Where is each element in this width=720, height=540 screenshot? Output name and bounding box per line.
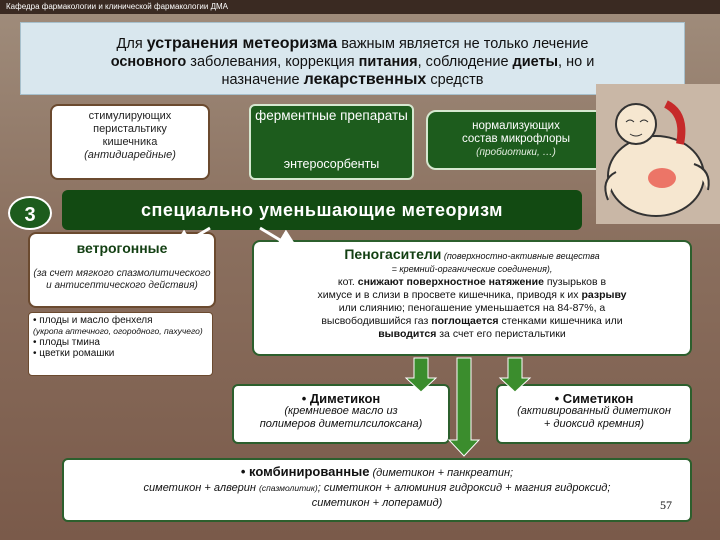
combined-text: симетикон + лоперамид)	[311, 497, 443, 509]
list-item: • плоды и масло фенхеля	[33, 315, 153, 326]
enzyme-group-box: ферментные препараты энтеросорбенты	[249, 104, 414, 180]
stim-line: кишечника	[102, 136, 158, 148]
combined-text: (диметикон + панкреатин;	[369, 467, 514, 479]
antifoam-bold: разрыву	[581, 289, 627, 301]
antifoam-text: кот.	[337, 276, 358, 288]
combined-box: • комбинированные (диметикон + панкреати…	[62, 458, 692, 522]
intro-text: важным является не только лечение	[337, 36, 589, 52]
dimeticon-sub: (кремниевое масло из	[284, 405, 398, 417]
simeticon-sub: (активированный диметикон	[517, 405, 671, 417]
simeticon-box: • Симетикон (активированный диметикон + …	[496, 384, 692, 444]
dimeticon-title: • Диметикон	[301, 391, 381, 406]
bloated-man-illustration	[596, 84, 720, 224]
intro-box: Для устранения метеоризма важным являетс…	[20, 22, 685, 95]
simeticon-title: • Симетикон	[554, 391, 634, 406]
antifoam-text: стенками кишечника или	[498, 315, 623, 327]
antifoam-text: высвободившийся газ	[321, 315, 432, 327]
simeticon-sub: + диоксид кремния)	[543, 418, 645, 430]
stim-line: стимулирующих	[88, 110, 172, 122]
dimeticon-box: • Диметикон (кремниевое масло из полимер…	[232, 384, 450, 444]
antifoam-bold: поглощается	[431, 315, 499, 327]
antifoam-note: = кремний-органические соединения),	[391, 264, 553, 274]
section-title: специально уменьшающие метеоризм	[62, 190, 582, 230]
intro-bold: диеты	[512, 53, 559, 70]
carminatives-list: • плоды и масло фенхеля (укропа аптечног…	[28, 312, 213, 376]
combined-note: (спазмолитик)	[259, 483, 318, 493]
combined-title: • комбинированные	[240, 464, 370, 479]
intro-bold: устранения метеоризма	[146, 35, 338, 52]
intro-text: , соблюдение	[417, 53, 513, 70]
antifoam-text: за счет его перистальтики	[436, 328, 566, 340]
antifoam-note: (поверхностно-активные вещества	[441, 251, 600, 261]
flora-group-box: нормализующих состав микрофлоры (пробиот…	[426, 110, 606, 170]
page-number: 57	[660, 498, 672, 512]
section-number: 3	[8, 196, 52, 230]
intro-text: заболевания, коррекция	[186, 53, 359, 70]
carminatives-title: ветрогонные	[76, 240, 168, 256]
flora-line: нормализующих	[472, 120, 560, 132]
flora-line: состав микрофлоры	[461, 133, 571, 145]
list-item: • цветки ромашки	[33, 348, 115, 359]
intro-bold: питания	[358, 53, 418, 70]
intro-bold: основного	[110, 53, 187, 70]
antifoam-text: химусе и в слизи в просвете кишечника, п…	[317, 289, 582, 301]
stim-note: (антидиарейные)	[84, 149, 176, 161]
stim-line: перистальтику	[93, 123, 167, 135]
intro-bold: лекарственных	[303, 71, 427, 88]
dimeticon-sub: полимеров диметилсилоксана)	[259, 418, 423, 430]
antifoam-text: или слиянию; пеногашение уменьшается на …	[338, 302, 606, 314]
header-title: Кафедра фармакологии и клинической фарма…	[0, 0, 720, 14]
combined-text: симетикон + алверин	[143, 482, 260, 494]
intro-text: средств	[426, 72, 484, 88]
carminatives-sub: (за счет мягкого спазмолитического и ант…	[33, 268, 211, 291]
sorbents-label: энтеросорбенты	[283, 157, 380, 171]
arrow-down-center	[447, 357, 481, 457]
enzyme-label: ферментные препараты	[255, 108, 408, 123]
list-item: • плоды тмина	[33, 337, 100, 348]
antifoam-text: пузырьков в	[543, 276, 607, 288]
antifoam-bold: снижают поверхностное натяжение	[357, 276, 544, 288]
intro-text: , но и	[558, 53, 595, 70]
list-item: (укропа аптечного, огородного, пахучего)	[33, 326, 203, 336]
stimulant-group-box: стимулирующих перистальтику кишечника (а…	[50, 104, 210, 180]
antifoam-box: Пеногасители (поверхностно-активные веще…	[252, 240, 692, 356]
antifoam-bold: выводится	[378, 328, 437, 340]
combined-text: ; симетикон + алюминия гидроксид + магни…	[317, 482, 611, 494]
intro-text: Для	[116, 36, 147, 52]
antifoam-title: Пеногасители	[344, 246, 442, 262]
intro-text: назначение	[221, 72, 304, 88]
flora-note: (пробиотики, …)	[476, 147, 556, 158]
carminatives-box: ветрогонные (за счет мягкого спазмолитич…	[28, 232, 216, 308]
